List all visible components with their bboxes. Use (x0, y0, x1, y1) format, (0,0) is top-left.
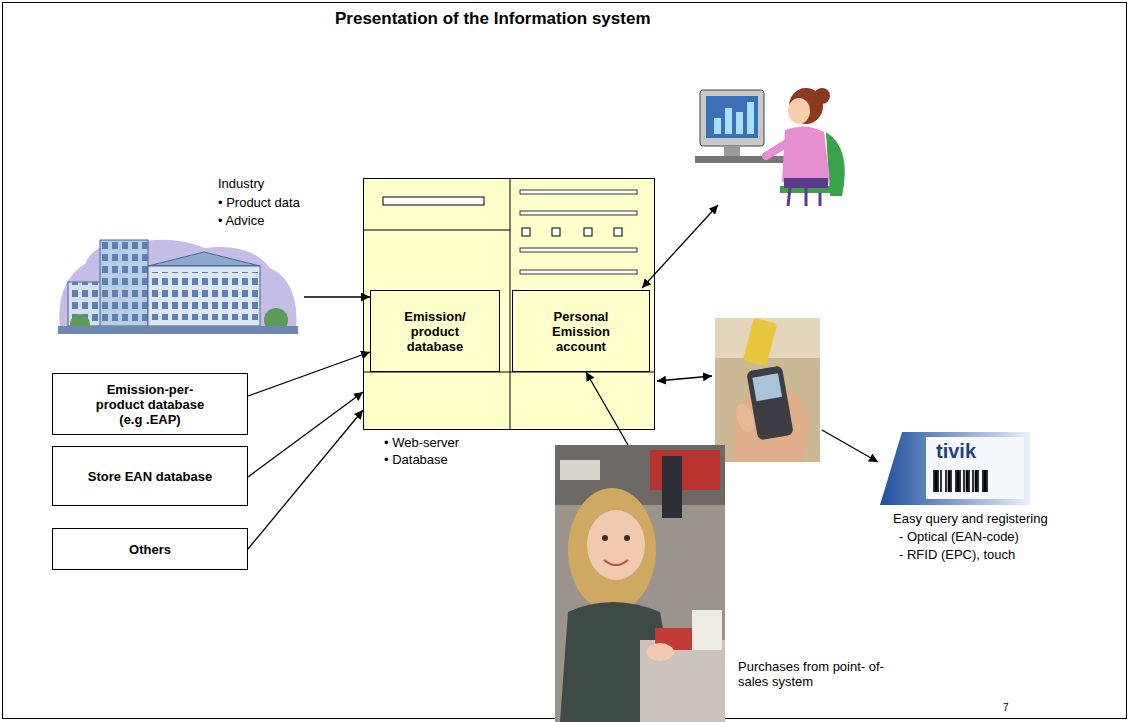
flow-arrow (248, 352, 370, 396)
photo-ground (715, 318, 820, 462)
feature-note: - RFID (EPC), touch (899, 547, 1015, 562)
chart-bar (714, 118, 721, 134)
phone-screen (752, 373, 782, 401)
chart-bar (725, 108, 732, 134)
flow-arrow (248, 392, 363, 477)
server-box: • Web-server• DatabaseEmission/ product … (363, 178, 655, 430)
photo-caption: Purchases from point- of-sales system (738, 659, 888, 689)
package-label (926, 437, 1024, 499)
arm (766, 140, 792, 156)
shopper (662, 456, 682, 518)
counter (640, 640, 725, 722)
form-field (520, 248, 637, 252)
form-checkbox (522, 228, 530, 236)
building-windows (148, 272, 260, 320)
monitor (700, 90, 764, 146)
form-checkbox (584, 228, 592, 236)
form-field (520, 270, 637, 274)
eye (624, 535, 630, 541)
source-note: Industry (218, 176, 264, 191)
feature-note: Easy query and registering (893, 511, 1048, 526)
hand (646, 643, 674, 661)
scan-arrow (822, 430, 878, 462)
form-field (383, 197, 484, 205)
monitor-screen (706, 96, 758, 138)
legs (788, 188, 820, 206)
flow-arrow (586, 372, 628, 445)
building-tower (100, 240, 148, 326)
source-note: • Advice (218, 213, 264, 228)
page-number: 7 (1003, 702, 1009, 713)
box-label: Store EAN database (88, 469, 212, 484)
torso (782, 126, 830, 182)
flow-arrow (304, 296, 370, 297)
thumb (732, 401, 757, 435)
form-checkbox (614, 228, 622, 236)
face (788, 98, 810, 124)
box-label: Emission-per- product database (e.g .EAP… (91, 382, 209, 427)
mouth (604, 560, 628, 565)
photo-ground (555, 445, 725, 722)
building-roof (148, 252, 260, 266)
package (880, 432, 1030, 505)
box-label: Others (129, 542, 171, 557)
product-item (743, 318, 778, 367)
server-note: • Database (384, 452, 448, 467)
goods (692, 610, 722, 650)
barcode (936, 470, 985, 492)
flow-arrow (248, 410, 363, 549)
hair-bun (814, 88, 830, 104)
skirt (784, 178, 828, 188)
hair (568, 488, 656, 612)
database-box: Emission/ product database (370, 290, 500, 372)
ground (58, 326, 298, 334)
industry-source: Industry • Product data • Advice (55, 176, 304, 336)
diagram-title: Presentation of the Information system (335, 9, 651, 29)
store-shelf (560, 460, 600, 480)
source-box: Store EAN database (52, 446, 248, 506)
brand-logo: tivik (936, 440, 976, 463)
source-note: • Product data (218, 195, 300, 210)
form-checkbox (552, 228, 560, 236)
server-ground (363, 178, 655, 430)
source-box: Others (52, 528, 248, 570)
divider-line (363, 230, 510, 231)
box-label: Emission/ product database (389, 309, 481, 354)
pc-arrow (642, 205, 718, 288)
monitor-stand (724, 146, 740, 156)
eye (602, 535, 608, 541)
sky-cloud (59, 240, 296, 330)
phone-arrow (657, 376, 712, 381)
chart-bar (736, 112, 743, 134)
phone (746, 365, 794, 440)
box-label: Personal Emission account (533, 309, 629, 354)
server-note: • Web-server (384, 435, 459, 450)
store-back (555, 445, 725, 505)
form-field (520, 211, 637, 215)
divider-line (510, 178, 511, 430)
checkout-photo: Purchases from point- of-sales system (555, 445, 892, 722)
form-field (520, 190, 637, 194)
source-box: Emission-per- product database (e.g .EAP… (52, 373, 248, 435)
building-block (148, 266, 260, 326)
face (587, 510, 645, 580)
feature-note: - Optical (EAN-code) (899, 529, 1019, 544)
account-box: Personal Emission account (512, 290, 650, 372)
chart-bar (747, 102, 754, 134)
store-shelf (650, 450, 720, 490)
barcode (934, 470, 987, 492)
building-windows (100, 240, 148, 326)
